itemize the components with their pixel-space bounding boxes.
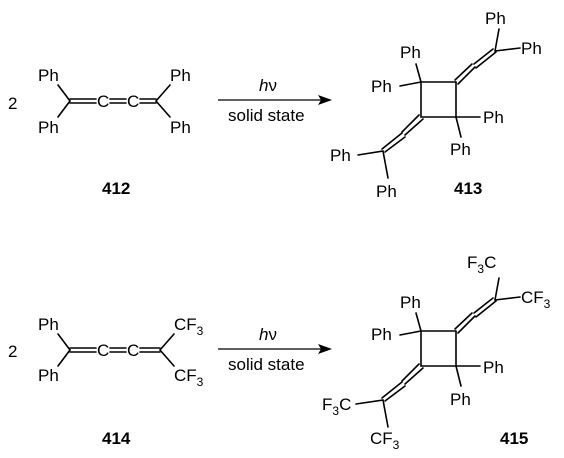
condition-photolysis: hν — [259, 76, 277, 95]
bond — [382, 399, 389, 428]
bond — [415, 312, 422, 332]
compound-number-413: 413 — [454, 179, 482, 198]
trifluoromethyl-label: CF3 — [174, 366, 204, 389]
bond — [382, 150, 389, 179]
bond — [357, 150, 384, 156]
bond — [159, 333, 175, 351]
phenyl-label: Ph — [38, 118, 59, 137]
phenyl-label: Ph — [521, 39, 542, 58]
trifluoromethyl-label: CF3 — [174, 315, 204, 338]
stoichiometric-coefficient: 2 — [8, 94, 17, 113]
phenyl-label: Ph — [483, 108, 504, 127]
product-415-structure: Ph Ph Ph Ph F3C CF3 F3C CF3 — [322, 253, 551, 452]
phenyl-label: Ph — [38, 366, 59, 385]
double-bond — [457, 315, 476, 334]
bond — [415, 63, 422, 83]
double-bond — [381, 381, 403, 399]
reaction-arrow — [218, 344, 332, 354]
phenyl-label: Ph — [400, 43, 421, 62]
trifluoromethyl-label: CF3 — [370, 429, 400, 452]
double-bond — [475, 51, 497, 69]
phenyl-label: Ph — [450, 390, 471, 409]
carbon-label: C — [127, 341, 139, 360]
reaction-2: 2 Ph Ph CF3 CF3 C C 414 hν solid st — [8, 253, 551, 452]
stoichiometric-coefficient: 2 — [8, 342, 17, 361]
double-bond — [404, 118, 424, 136]
bond — [455, 116, 462, 138]
bond — [57, 349, 71, 367]
double-bond — [401, 114, 420, 133]
phenyl-label: Ph — [371, 77, 392, 96]
phenyl-label: Ph — [170, 66, 191, 85]
carbon-label: C — [97, 341, 109, 360]
reaction-arrow — [218, 95, 332, 105]
condition-solid-state: solid state — [228, 355, 305, 374]
reaction-1: 2 Ph Ph Ph Ph C C 412 hν solid stat — [8, 9, 542, 201]
double-bond — [475, 300, 497, 318]
phenyl-label: Ph — [330, 146, 351, 165]
double-bond — [404, 367, 424, 385]
phenyl-label: Ph — [485, 9, 506, 28]
condition-photolysis: hν — [259, 325, 277, 344]
carbon-label: C — [97, 92, 109, 111]
phenyl-label: Ph — [400, 293, 421, 312]
bond — [494, 296, 521, 301]
phenyl-label: Ph — [170, 118, 191, 137]
compound-number-415: 415 — [500, 429, 528, 448]
bond — [494, 47, 521, 52]
bond — [455, 365, 462, 387]
double-bond — [384, 136, 406, 153]
double-bond — [473, 48, 494, 65]
bond — [57, 100, 71, 118]
bond — [57, 333, 71, 351]
double-bond — [473, 297, 494, 314]
double-bond — [457, 66, 476, 85]
bond — [57, 84, 71, 102]
reactant-412-structure: Ph Ph Ph Ph C C — [38, 66, 191, 137]
carbon-label: C — [127, 92, 139, 111]
double-bond — [454, 312, 473, 330]
bond — [159, 349, 175, 367]
bond — [399, 330, 422, 336]
phenyl-label: Ph — [450, 140, 471, 159]
arrow-head-icon — [318, 95, 332, 105]
phenyl-label: Ph — [483, 358, 504, 377]
trifluoromethyl-label: CF3 — [521, 288, 551, 311]
bond — [494, 28, 500, 52]
bond — [355, 399, 384, 405]
condition-solid-state: solid state — [228, 106, 305, 125]
phenyl-label: Ph — [376, 182, 397, 201]
compound-number-414: 414 — [102, 429, 131, 448]
bond — [494, 277, 500, 301]
double-bond — [384, 385, 406, 402]
compound-number-412: 412 — [102, 179, 130, 198]
arrow-head-icon — [318, 344, 332, 354]
double-bond — [454, 63, 473, 81]
trifluoromethyl-label: F3C — [467, 253, 496, 276]
phenyl-label: Ph — [38, 315, 59, 334]
double-bond — [401, 363, 420, 382]
reactant-414-structure: Ph Ph CF3 CF3 C C — [38, 315, 204, 389]
phenyl-label: Ph — [371, 325, 392, 344]
product-413-structure: Ph Ph Ph Ph Ph Ph Ph Ph — [330, 9, 542, 201]
double-bond — [381, 132, 403, 150]
bond — [155, 84, 171, 102]
bond — [399, 81, 422, 87]
bond — [155, 100, 171, 118]
trifluoromethyl-label: F3C — [322, 395, 351, 418]
phenyl-label: Ph — [38, 66, 59, 85]
